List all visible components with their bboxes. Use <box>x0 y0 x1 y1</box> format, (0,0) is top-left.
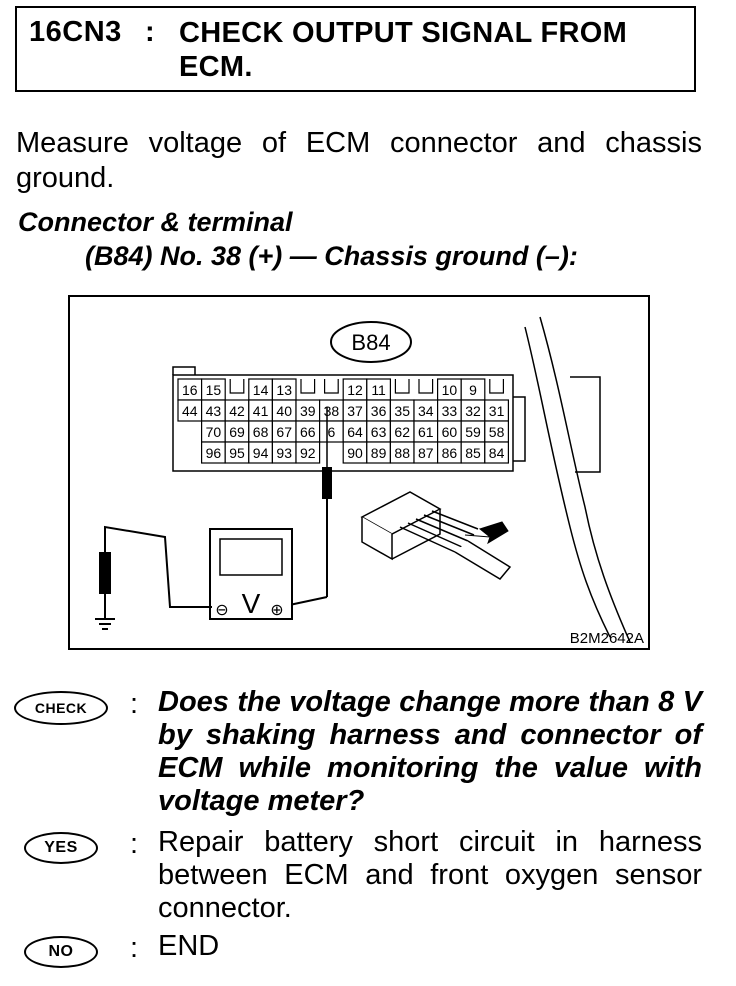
pin-key-notch <box>324 379 339 394</box>
pin-label: 33 <box>442 403 458 419</box>
plus-terminal: ⊕ <box>270 600 283 619</box>
minus-terminal: ⊖ <box>215 600 228 619</box>
pin-label: 41 <box>253 403 269 419</box>
pin-label: 93 <box>276 445 292 461</box>
pin-label: 11 <box>371 382 386 398</box>
pin-label: 66 <box>300 424 316 440</box>
pin-label: 88 <box>394 445 410 461</box>
pin-label: 44 <box>182 403 198 419</box>
pin-label: 42 <box>229 403 245 419</box>
check-question: Does the voltage change more than 8 V by… <box>158 686 702 817</box>
no-action: END <box>158 930 220 962</box>
step-colon: : <box>145 16 155 48</box>
pin-label: 35 <box>394 403 410 419</box>
pin-label: 32 <box>465 403 481 419</box>
pin-label: 16 <box>182 382 198 398</box>
pin-label: 14 <box>253 382 269 398</box>
pin-label: 85 <box>465 445 481 461</box>
pin-label: 60 <box>442 424 458 440</box>
pin-label: 92 <box>300 445 316 461</box>
push-arrow-icon <box>464 521 509 545</box>
harness-connector-edge <box>570 376 601 473</box>
pin-label: 62 <box>394 424 410 440</box>
pin-label: 61 <box>418 424 434 440</box>
pin-label: 58 <box>489 424 505 440</box>
pin-label: 59 <box>465 424 481 440</box>
connector-detail: (B84) No. 38 (+) — Chassis ground (–): <box>85 241 578 271</box>
no-colon: : <box>130 932 139 964</box>
step-title: CHECK OUTPUT SIGNAL FROM ECM. <box>179 17 628 83</box>
pin-label: 95 <box>229 445 245 461</box>
pin-label: 87 <box>418 445 434 461</box>
check-colon: : <box>130 688 139 720</box>
instruction-text: Measure voltage of ECM connector and cha… <box>16 127 702 194</box>
pin-label: 86 <box>442 445 458 461</box>
connector-heading: Connector & terminal <box>18 207 293 237</box>
pin-label: 36 <box>371 403 387 419</box>
pin-grid: 16 15 14 13 12 11 10 9 44 43 42 41 40 39 38 37 36 35 34 33 3… <box>177 378 509 464</box>
pin-label: 6 <box>328 424 336 440</box>
pin-label: 94 <box>253 445 269 461</box>
pin-label: 9 <box>469 382 477 398</box>
yes-badge: YES <box>24 832 98 864</box>
no-badge: NO <box>24 936 98 968</box>
pin-key-notch <box>229 379 245 394</box>
pin-label: 40 <box>276 403 292 419</box>
connector-diagram: B84 16 15 14 13 12 11 10 9 44 43 42 41 40 39 38 37 36 35 3… <box>95 316 644 647</box>
figure-code: B2M2642A <box>570 630 644 647</box>
voltmeter: V ⊖ ⊕ <box>209 528 293 620</box>
connector-label-ellipse <box>330 321 412 363</box>
pin-label: 12 <box>347 382 363 398</box>
voltmeter-symbol: V <box>242 588 261 619</box>
ground-probe <box>95 525 212 630</box>
connector-label: B84 <box>351 330 390 355</box>
pin-label: 39 <box>300 403 316 419</box>
pin-key-notch <box>394 379 410 394</box>
wiring-figure: B84 16 15 14 13 12 11 10 9 44 43 42 41 40 39 38 37 36 35 3… <box>68 295 650 650</box>
pin-key-notch <box>300 379 316 394</box>
check-badge: CHECK <box>14 691 108 725</box>
pin-cell <box>484 441 509 464</box>
pin-label: 15 <box>206 382 222 398</box>
yes-colon: : <box>130 828 139 860</box>
pin-label: 34 <box>418 403 434 419</box>
pin-label: 69 <box>229 424 245 440</box>
step-header-box: 16CN3 : CHECK OUTPUT SIGNAL FROM ECM. <box>15 6 696 92</box>
harness-cut-line-1 <box>524 326 611 638</box>
connector-inset-icon <box>360 491 512 580</box>
pin-key-notch <box>489 379 504 394</box>
yes-action: Repair battery short circuit in harness … <box>158 826 702 924</box>
pin-label: 38 <box>324 403 340 419</box>
pin-label: 70 <box>206 424 222 440</box>
pin-key-notch <box>418 379 434 394</box>
pin-label: 10 <box>442 382 458 398</box>
harness-cut-line-2 <box>539 316 631 643</box>
step-code: 16CN3 <box>29 16 122 48</box>
pin-cell <box>295 441 321 464</box>
pin-label: 68 <box>253 424 269 440</box>
pin-label: 64 <box>347 424 363 440</box>
pin-label: 31 <box>489 403 505 419</box>
pin-label: 63 <box>371 424 387 440</box>
pin-label: 13 <box>276 382 292 398</box>
pin-label: 96 <box>206 445 222 461</box>
pin-label: 67 <box>276 424 292 440</box>
pin-label: 89 <box>371 445 387 461</box>
pin-label: 37 <box>347 403 363 419</box>
pin-label: 84 <box>489 445 505 461</box>
pin-label: 43 <box>206 403 222 419</box>
pin-label: 90 <box>347 445 363 461</box>
